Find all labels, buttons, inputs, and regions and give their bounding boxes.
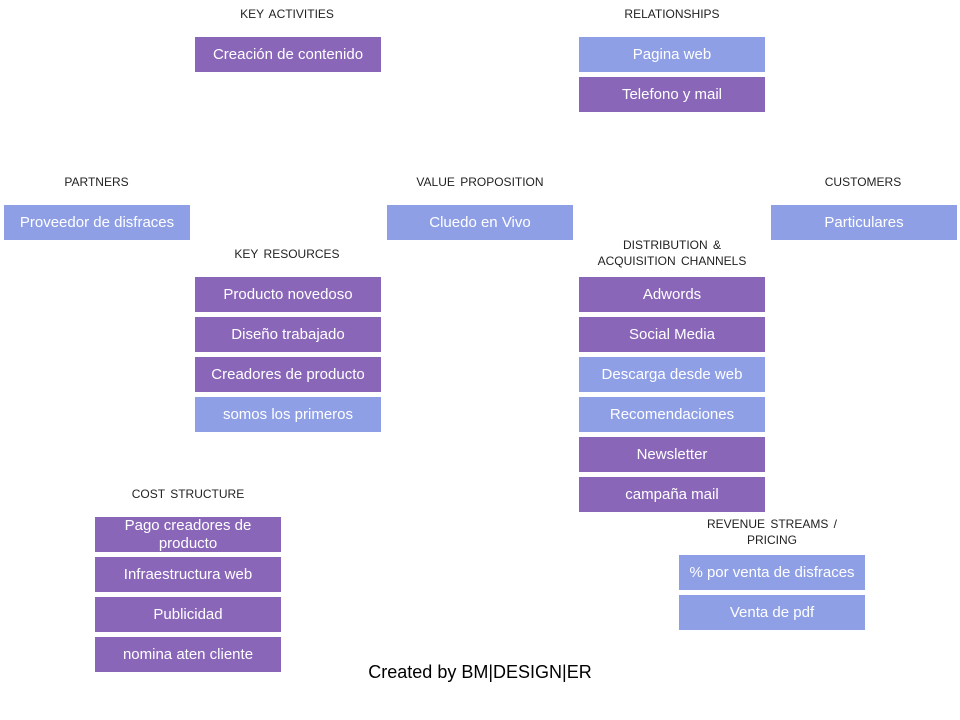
- cost-structure-item: Pago creadores de producto: [95, 517, 281, 552]
- cost-structure-item: nomina aten cliente: [95, 637, 281, 672]
- value-proposition-item: Cluedo en Vivo: [387, 205, 573, 240]
- partner-item: Proveedor de disfraces: [4, 205, 190, 240]
- cost-structure-heading: COST STRUCTURE: [131, 487, 245, 501]
- distribution-channel-item: Newsletter: [579, 437, 765, 472]
- relationships-heading: RELATIONSHIPS: [624, 7, 720, 21]
- key-resource-item: somos los primeros: [195, 397, 381, 432]
- value-proposition-heading: VALUE PROPOSITION: [416, 175, 544, 189]
- customers-heading: CUSTOMERS: [824, 175, 902, 189]
- partners-heading: PARTNERS: [64, 175, 129, 189]
- relationship-item: Telefono y mail: [579, 77, 765, 112]
- key-activity-item: Creación de contenido: [195, 37, 381, 72]
- relationship-item: Pagina web: [579, 37, 765, 72]
- distribution-channel-item: Descarga desde web: [579, 357, 765, 392]
- credits-footer: Created by BM|DESIGN|ER: [368, 662, 592, 682]
- revenue-stream-item: % por venta de disfraces: [679, 555, 865, 590]
- customer-item: Particulares: [771, 205, 957, 240]
- key-resource-item: Creadores de producto: [195, 357, 381, 392]
- distribution-channel-item: campaña mail: [579, 477, 765, 512]
- distribution-channel-item: Adwords: [579, 277, 765, 312]
- cost-structure-item: Publicidad: [95, 597, 281, 632]
- key-resources-heading: KEY RESOURCES: [234, 247, 340, 261]
- revenue-streams-heading: REVENUE STREAMS / PRICING: [706, 517, 838, 547]
- cost-structure-item: Infraestructura web: [95, 557, 281, 592]
- revenue-stream-item: Venta de pdf: [679, 595, 865, 630]
- distribution-channel-item: Recomendaciones: [579, 397, 765, 432]
- key-activities-heading: KEY ACTIVITIES: [240, 7, 334, 21]
- key-resource-item: Diseño trabajado: [195, 317, 381, 352]
- key-resource-item: Producto novedoso: [195, 277, 381, 312]
- distribution-channel-item: Social Media: [579, 317, 765, 352]
- distribution-channels-heading: DISTRIBUTION & ACQUISITION CHANNELS: [597, 238, 747, 268]
